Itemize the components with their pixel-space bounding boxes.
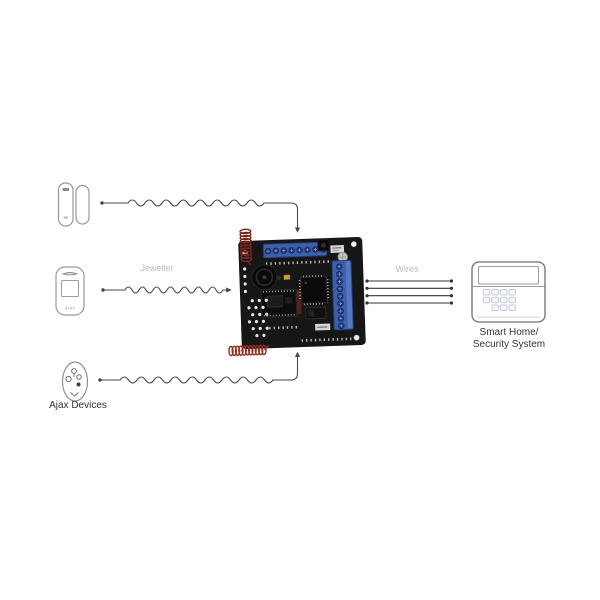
- rf-module: [260, 288, 298, 318]
- security-keypad-icon: [471, 261, 546, 323]
- keyfob-night-button: [76, 374, 82, 380]
- arrowhead-down-icon: [294, 227, 301, 233]
- terminal-block-right: [331, 259, 354, 331]
- antenna-coil-bottom-icon: [228, 344, 270, 357]
- keyfob-body: [61, 361, 89, 402]
- pad-row-bottom-left: [269, 325, 299, 330]
- door-sensor-magnet: [75, 184, 90, 225]
- secondary-chip: [305, 306, 327, 320]
- radio-wave-line: [99, 355, 299, 384]
- tamper-button: [317, 239, 330, 252]
- mounting-hole: [353, 334, 360, 341]
- maroon-connector: [296, 290, 302, 315]
- mounting-hole: [350, 241, 357, 248]
- terminal-block-top: [262, 241, 328, 259]
- mcu-chip: [298, 274, 330, 306]
- keypad-display: [478, 266, 539, 285]
- jeweller-wave-middle: [101, 286, 232, 294]
- buzzer: [251, 264, 278, 291]
- ajax-devices-label: Ajax Devices: [49, 400, 107, 411]
- jeweller-wave-bottom: [98, 351, 301, 384]
- smart-home-label-line2: Security System: [472, 338, 546, 350]
- jeweller-label: Jeweller: [140, 263, 174, 273]
- jeweller-wave-top: [100, 199, 301, 233]
- radio-wave-line: [101, 199, 299, 230]
- receiver-circuit-board-icon: [228, 228, 366, 357]
- motion-detector-icon: AJAX: [55, 266, 85, 316]
- bottom-label-sticker: [315, 323, 331, 331]
- pin-header-row: [265, 260, 330, 266]
- keyfob-panic-button: [76, 382, 81, 387]
- ajax-brand-text: AJAX: [65, 307, 75, 311]
- sensor-logo-mark: [62, 188, 69, 191]
- pir-lens-window: [61, 280, 79, 297]
- door-opening-sensor-icon: [57, 182, 90, 227]
- keyfob-disarm-button: [65, 375, 72, 383]
- antenna-coil-top-icon: [239, 228, 253, 266]
- yellow-component: [283, 274, 291, 280]
- wires-label: Wires: [395, 264, 419, 274]
- motion-led-lens: [61, 272, 79, 276]
- sensor-led-mark: [63, 216, 68, 219]
- smart-home-label: Smart Home/ Security System: [448, 327, 570, 350]
- door-sensor-body: [57, 182, 74, 227]
- arrowhead-up-icon: [294, 351, 301, 357]
- arrowhead-right-icon: [226, 287, 232, 293]
- board-label-sticker: [330, 245, 345, 253]
- smd-component: [276, 276, 282, 280]
- radio-wave-line: [102, 286, 228, 294]
- keyfob-chevron-mark: [70, 392, 79, 397]
- wires-bundle: [365, 279, 454, 305]
- smart-home-label-line1: Smart Home/: [479, 327, 539, 338]
- keyfob-arm-button: [71, 368, 77, 374]
- keyfob-remote-icon: [61, 361, 89, 402]
